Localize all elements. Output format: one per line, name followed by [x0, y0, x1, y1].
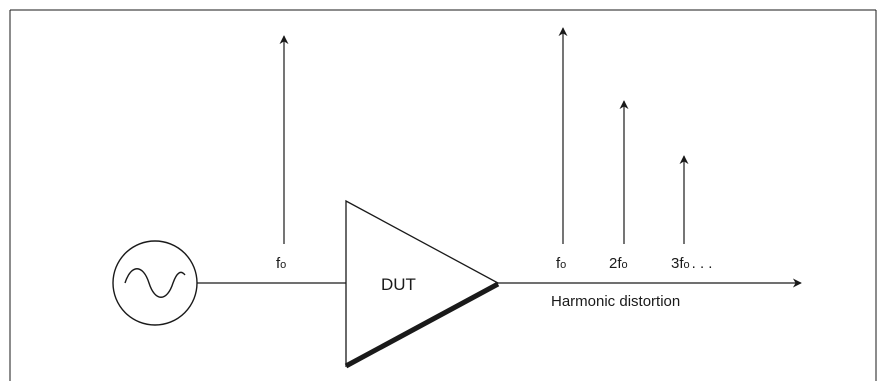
- output-fundamental-symbol: f: [556, 255, 561, 272]
- second-harmonic-coefficient: 2: [609, 255, 617, 272]
- figure-frame: [9, 9, 877, 381]
- third-harmonic-symbol: f: [679, 255, 684, 272]
- third-harmonic-coefficient: 3: [671, 255, 679, 272]
- second-harmonic-subscript: o: [622, 259, 628, 271]
- dut-label: DUT: [381, 275, 416, 294]
- third-harmonic-ellipsis: . . .: [692, 255, 713, 272]
- input-frequency-label: fo: [276, 255, 286, 272]
- input-frequency-symbol: f: [276, 255, 281, 272]
- second-harmonic-label: 2fo: [609, 255, 628, 272]
- output-fundamental-subscript: o: [560, 259, 566, 271]
- input-frequency-subscript: o: [280, 259, 286, 271]
- amplifier-triangle-icon: [344, 199, 500, 369]
- second-harmonic-symbol: f: [617, 255, 622, 272]
- third-harmonic-label: 3fo. . .: [671, 255, 712, 272]
- third-harmonic-subscript: o: [684, 259, 690, 271]
- harmonic-distortion-caption: Harmonic distortion: [551, 293, 680, 310]
- output-fundamental-label: fo: [556, 255, 566, 272]
- sine-wave-source-icon: [112, 240, 198, 326]
